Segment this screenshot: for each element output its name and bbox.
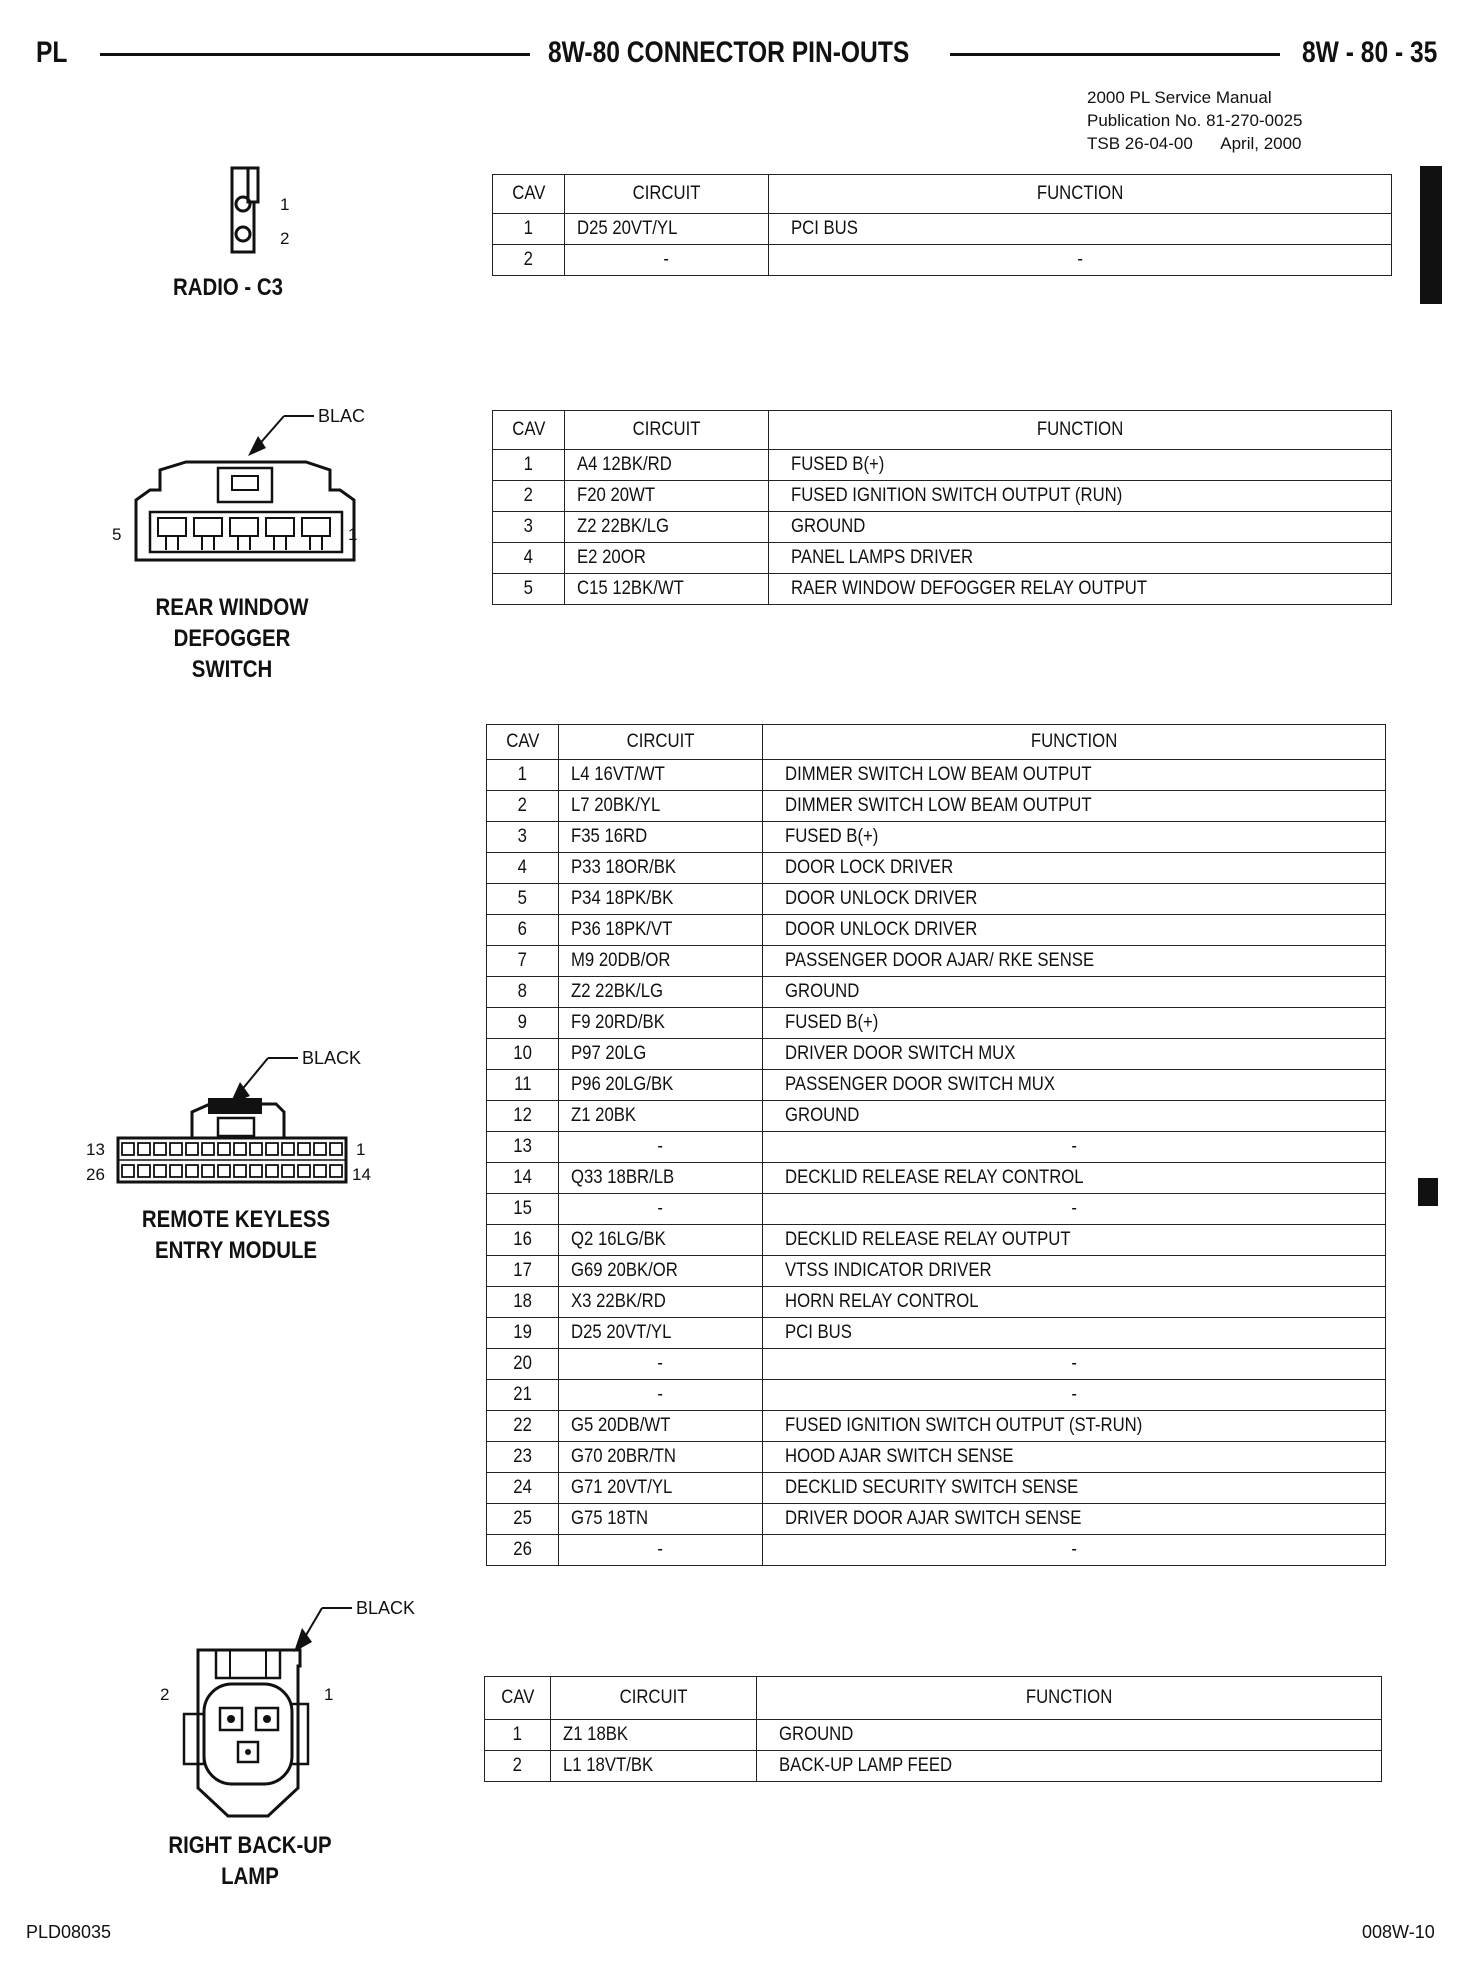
publication-number: Publication No. 81-270-0025 bbox=[1087, 111, 1303, 130]
col-cav: CAV bbox=[484, 1676, 551, 1720]
pin-label-14: 14 bbox=[352, 1165, 371, 1184]
col-function: FUNCTION bbox=[756, 1676, 1382, 1720]
col-cav: CAV bbox=[492, 174, 565, 214]
section-index-marker bbox=[1418, 1178, 1438, 1206]
table-header-row: CAV CIRCUIT FUNCTION bbox=[492, 174, 1392, 214]
function-cell: - bbox=[768, 244, 1392, 276]
pin-label-1: 1 bbox=[348, 525, 357, 544]
col-circuit: CIRCUIT bbox=[564, 174, 769, 214]
table-row: 21-- bbox=[486, 1379, 1386, 1411]
rear-window-defogger-connector-diagram: BLACK 5 1 bbox=[112, 406, 366, 562]
table-header-row: CAV CIRCUIT FUNCTION bbox=[484, 1676, 1382, 1720]
connector-name-radio-c3: RADIO - C3 bbox=[173, 274, 283, 301]
function-cell: PCI BUS bbox=[768, 213, 1392, 245]
remote-keyless-entry-connector-diagram: BLACK 13 1 26 14 bbox=[86, 1048, 371, 1184]
color-label-black: BLACK bbox=[318, 406, 366, 426]
pin-label-5: 5 bbox=[112, 525, 121, 544]
table-row: 20-- bbox=[486, 1348, 1386, 1380]
right-backup-lamp-connector-diagram: BLACK 2 1 bbox=[160, 1598, 415, 1818]
connector-name-rear-window-defogger: REAR WINDOW DEFOGGER SWITCH bbox=[155, 594, 309, 683]
pin-label-2: 2 bbox=[280, 229, 289, 248]
col-circuit: CIRCUIT bbox=[558, 724, 763, 760]
section-tab-marker bbox=[1420, 166, 1442, 304]
header-rule-right bbox=[950, 53, 1280, 56]
color-label-black: BLACK bbox=[302, 1048, 361, 1068]
header-section-code: PL bbox=[36, 36, 68, 69]
connector-name-remote-keyless-entry: REMOTE KEYLESS ENTRY MODULE bbox=[141, 1206, 331, 1264]
cav-cell: 2 bbox=[492, 244, 565, 276]
cav-cell: 1 bbox=[492, 213, 565, 245]
publication-manual: 2000 PL Service Manual bbox=[1087, 88, 1272, 107]
table-row: 13-- bbox=[486, 1131, 1386, 1163]
circuit-cell: - bbox=[564, 244, 769, 276]
radio-c3-connector-diagram: 1 2 bbox=[230, 166, 289, 254]
col-cav: CAV bbox=[486, 724, 559, 760]
col-circuit: CIRCUIT bbox=[564, 410, 769, 450]
pin-label-13: 13 bbox=[86, 1140, 105, 1159]
table-header-row: CAV CIRCUIT FUNCTION bbox=[492, 410, 1392, 450]
col-function: FUNCTION bbox=[768, 410, 1392, 450]
col-circuit: CIRCUIT bbox=[550, 1676, 757, 1720]
header-rule-left bbox=[100, 53, 530, 56]
page-number: 8W - 80 - 35 bbox=[1302, 36, 1438, 69]
table-row: 2 - - bbox=[492, 244, 1392, 276]
pin-label-1: 1 bbox=[324, 1685, 333, 1704]
pin-label-1: 1 bbox=[280, 195, 289, 214]
pin-label-2: 2 bbox=[160, 1685, 169, 1704]
connector-name-right-backup-lamp: RIGHT BACK-UP LAMP bbox=[168, 1832, 332, 1890]
publication-tsb: TSB 26-04-00 April, 2000 bbox=[1087, 134, 1302, 153]
table-row: 15-- bbox=[486, 1193, 1386, 1225]
figure-id: PLD08035 bbox=[26, 1922, 112, 1942]
pin-label-26: 26 bbox=[86, 1165, 105, 1184]
page-title: 8W-80 CONNECTOR PIN-OUTS bbox=[548, 36, 910, 69]
pin-label-1: 1 bbox=[356, 1140, 365, 1159]
page-code: 008W-10 bbox=[1362, 1922, 1435, 1942]
table-row: 26-- bbox=[486, 1534, 1386, 1566]
circuit-cell: D25 20VT/YL bbox=[564, 213, 769, 245]
table-row: 1 D25 20VT/YL PCI BUS bbox=[492, 213, 1392, 245]
color-label-black: BLACK bbox=[356, 1598, 415, 1618]
publication-info: 2000 PL Service Manual Publication No. 8… bbox=[1087, 86, 1302, 155]
col-function: FUNCTION bbox=[768, 174, 1392, 214]
pinout-table-radio-c3: CAV CIRCUIT FUNCTION 1 D25 20VT/YL PCI B… bbox=[492, 174, 1392, 276]
col-function: FUNCTION bbox=[762, 724, 1386, 760]
col-cav: CAV bbox=[492, 410, 565, 450]
table-header-row: CAV CIRCUIT FUNCTION bbox=[486, 724, 1386, 760]
